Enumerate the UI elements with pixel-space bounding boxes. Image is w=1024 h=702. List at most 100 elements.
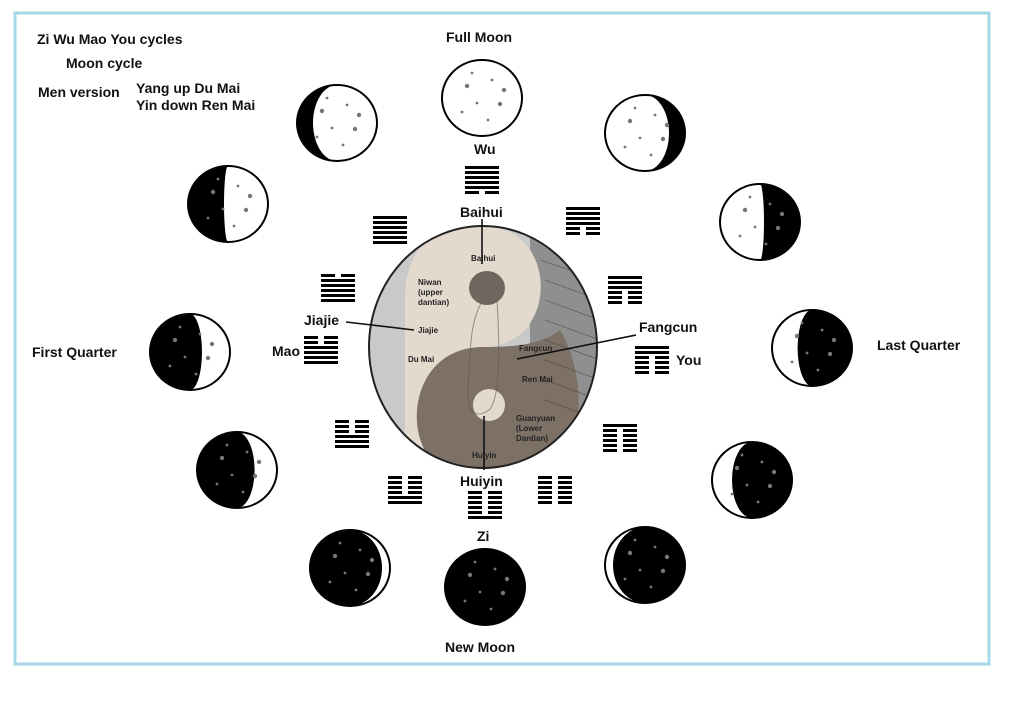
crater-dot [236,184,240,188]
yin-line [538,501,552,504]
crater-dot [230,473,234,477]
crater-dot [820,328,824,332]
yang-line [373,216,407,219]
yin-line [321,274,335,277]
crater-dot [771,469,777,475]
crater-dot [664,122,670,128]
crater-dot [168,364,172,368]
yin-line [408,486,422,489]
yin-line [628,301,642,304]
crater-dot [490,78,494,82]
yin-line [603,434,617,437]
crater-dot [740,453,744,457]
yin-line [623,434,637,437]
crater-dot [241,490,245,494]
crater-dot [198,332,202,336]
crater-dot [633,538,637,542]
crater-dot [354,588,358,592]
crater-dot [633,106,637,110]
yin-line [603,444,617,447]
hexagram-qian [373,216,407,244]
yin-line [608,296,622,299]
moon-waning-gibbous-1 [604,94,686,172]
yang-line [321,299,355,302]
crater-dot [767,483,773,489]
crater-dot [210,189,216,195]
yin-line [586,232,600,235]
crater-dot [501,87,507,93]
yin-line [468,501,482,504]
label-jiajie: Jiajie [304,312,339,328]
moon-waxing-gibbous-1 [187,165,269,243]
yin-line [388,491,402,494]
label-huiyin: Huiyin [460,473,503,489]
moon-last-quarter-moon [771,309,853,387]
crater-dot [247,193,253,199]
yin-line [635,371,649,374]
yin-line [324,336,338,339]
yang-line [468,516,502,519]
yin-line [355,430,369,433]
moon-new-moon [444,548,526,626]
crater-dot [341,143,345,147]
yin-line [635,366,649,369]
moon-full-moon [441,59,523,137]
crater-dot [330,126,334,130]
crater-dot [800,321,804,325]
yin-line [655,366,669,369]
crater-dot [627,118,633,124]
yin-line [558,486,572,489]
yin-line [468,491,482,494]
yang-line [304,361,338,364]
hexagram-guai [321,274,355,302]
crater-dot [734,465,740,471]
crater-dot [497,101,503,107]
yang-line [465,176,499,179]
crater-dot [178,325,182,329]
crater-dot [343,571,347,575]
yin-line [635,356,649,359]
crater-dot [209,341,215,347]
crater-dot [470,71,474,75]
label-last-quarter: Last Quarter [877,337,961,353]
yin-line [304,336,318,339]
crater-dot [352,126,358,132]
crater-dot [748,195,752,199]
crater-dot [500,590,506,596]
yang-line [635,346,669,349]
crater-dot [486,118,490,122]
yin-line [538,481,552,484]
crater-dot [356,112,362,118]
moon-waxing-gibbous-2 [296,84,378,162]
yin-line [558,476,572,479]
yang-line [373,221,407,224]
yang-line [566,222,600,225]
yang-line [304,356,338,359]
crater-dot [653,545,657,549]
crater-dot [467,572,473,578]
label-fangcun: Fangcun [639,319,697,335]
label-wu: Wu [474,141,496,157]
crater-dot [742,207,748,213]
crater-dot [660,136,666,142]
yang-line [465,166,499,169]
crater-dot [183,355,187,359]
crater-dot [358,548,362,552]
crater-dot [460,110,464,114]
moon-waning-crescent-2 [604,526,686,604]
crater-dot [473,560,477,564]
yang-line [608,286,642,289]
crater-dot [794,333,800,339]
hexagram-pi [608,276,642,304]
crater-dot [172,337,178,343]
crater-dot [365,571,371,577]
hexagram-tai [335,420,369,448]
yang-direction-label: Yang up Du Mai [136,80,240,96]
crater-dot [745,483,749,487]
crater-dot [660,568,666,574]
yin-line [538,476,552,479]
inner-label-niwan-3: dantian) [418,298,449,307]
inner-label-niwan: Niwan [418,278,442,287]
yin-line [408,481,422,484]
yin-line [566,232,580,235]
